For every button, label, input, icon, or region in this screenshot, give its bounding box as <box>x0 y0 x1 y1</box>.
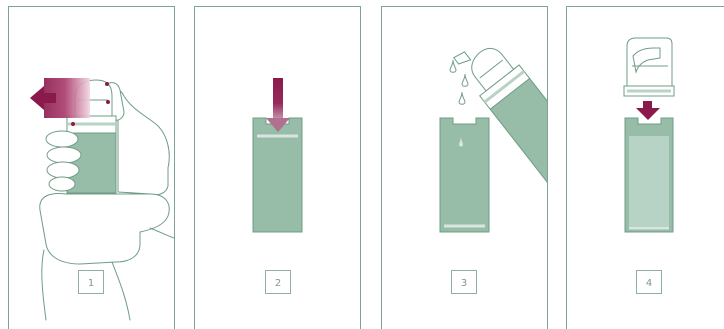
support-hand <box>39 193 175 321</box>
step-number-box <box>265 270 291 294</box>
pump-head-icon <box>623 37 675 97</box>
step-number-box <box>78 270 104 294</box>
marker-dot <box>106 100 110 104</box>
tilted-bottle-icon <box>452 47 547 196</box>
step-number-1: 1 <box>88 278 94 289</box>
step-number-box <box>451 270 477 294</box>
droplet-icon <box>458 91 466 105</box>
marker-dot <box>105 82 109 86</box>
marker-dot <box>71 122 75 126</box>
arrow-down-icon <box>266 78 290 132</box>
step-number-2: 2 <box>275 278 281 289</box>
fingers <box>45 130 82 192</box>
arrow-down-icon <box>636 101 660 120</box>
droplet-icon <box>449 59 457 73</box>
droplet-icon <box>459 136 463 147</box>
droplet-icon <box>461 73 469 87</box>
bottle-icon <box>624 117 674 233</box>
arrow-left-icon <box>30 78 90 118</box>
step-panel-3: 3 <box>381 6 548 329</box>
step-number-box <box>636 270 662 294</box>
bottle-icon <box>439 117 490 233</box>
bottle-icon <box>252 117 303 233</box>
step-number-4: 4 <box>646 278 652 289</box>
step-panel-4: 4 <box>566 6 724 329</box>
step-number-3: 3 <box>461 278 467 289</box>
step-panel-1: 1 <box>8 6 175 329</box>
step-panel-2: 2 <box>194 6 361 329</box>
